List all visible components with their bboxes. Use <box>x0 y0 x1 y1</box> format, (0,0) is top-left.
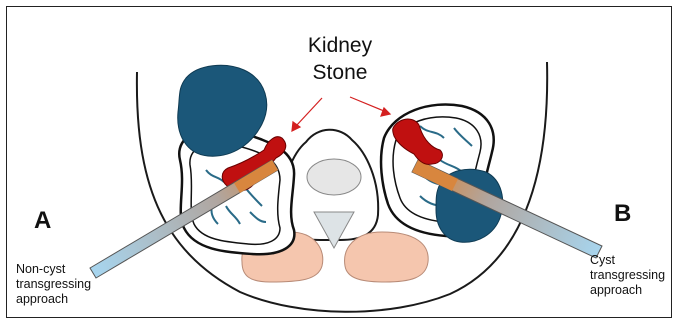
right-caption: Cyst transgressing approach <box>590 253 665 298</box>
label-a: A <box>34 207 51 235</box>
left-caption-line-2: transgressing <box>16 277 91 292</box>
vertebral-body <box>307 159 361 195</box>
psoas-right <box>345 232 429 282</box>
right-caption-line-3: approach <box>590 283 665 298</box>
right-caption-line-2: transgressing <box>590 268 665 283</box>
stone-arrows <box>292 97 390 131</box>
left-caption-line-1: Non-cyst <box>16 262 91 277</box>
title-line-2: Stone <box>0 59 680 86</box>
label-b: B <box>614 200 631 228</box>
right-caption-line-1: Cyst <box>590 253 665 268</box>
title-line-1: Kidney <box>0 32 680 59</box>
left-caption-line-3: approach <box>16 292 91 307</box>
left-caption: Non-cyst transgressing approach <box>16 262 91 307</box>
